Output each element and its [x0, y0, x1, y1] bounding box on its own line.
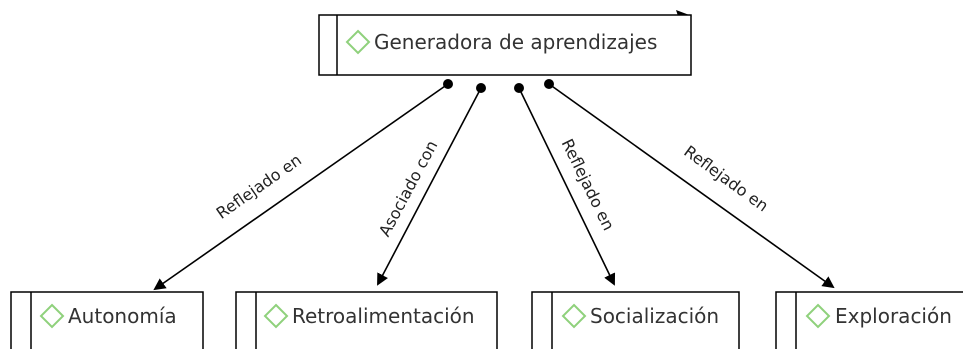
- edge-label: Reflejado en: [680, 142, 772, 216]
- node-label: Generadora de aprendizajes: [374, 30, 657, 54]
- node-autonomia[interactable]: Autonomía: [10, 291, 204, 349]
- edge-label: Reflejado en: [213, 150, 305, 223]
- edge-asociado-con-retroalimentacion: Asociado con: [375, 83, 486, 286]
- node-label: Exploración: [835, 304, 952, 328]
- edge-label: Reflejado en: [558, 136, 619, 234]
- diamond-icon: [561, 303, 587, 329]
- diamond-icon: [39, 303, 65, 329]
- node-label: Retroalimentación: [292, 304, 475, 328]
- node-retroalimentacion[interactable]: Retroalimentación: [235, 291, 498, 349]
- node-exploracion[interactable]: Exploración: [775, 291, 963, 349]
- diamond-icon: [345, 29, 371, 55]
- edge-reflejado-en-socializacion: Reflejado en: [514, 83, 619, 286]
- node-label: Socialización: [590, 304, 719, 328]
- node-socializacion[interactable]: Socialización: [531, 291, 740, 349]
- diamond-icon: [805, 303, 831, 329]
- diamond-icon: [263, 303, 289, 329]
- node-generadora-de-aprendizajes[interactable]: Generadora de aprendizajes: [318, 14, 692, 76]
- edge-label: Asociado con: [375, 137, 441, 239]
- node-label: Autonomía: [68, 304, 177, 328]
